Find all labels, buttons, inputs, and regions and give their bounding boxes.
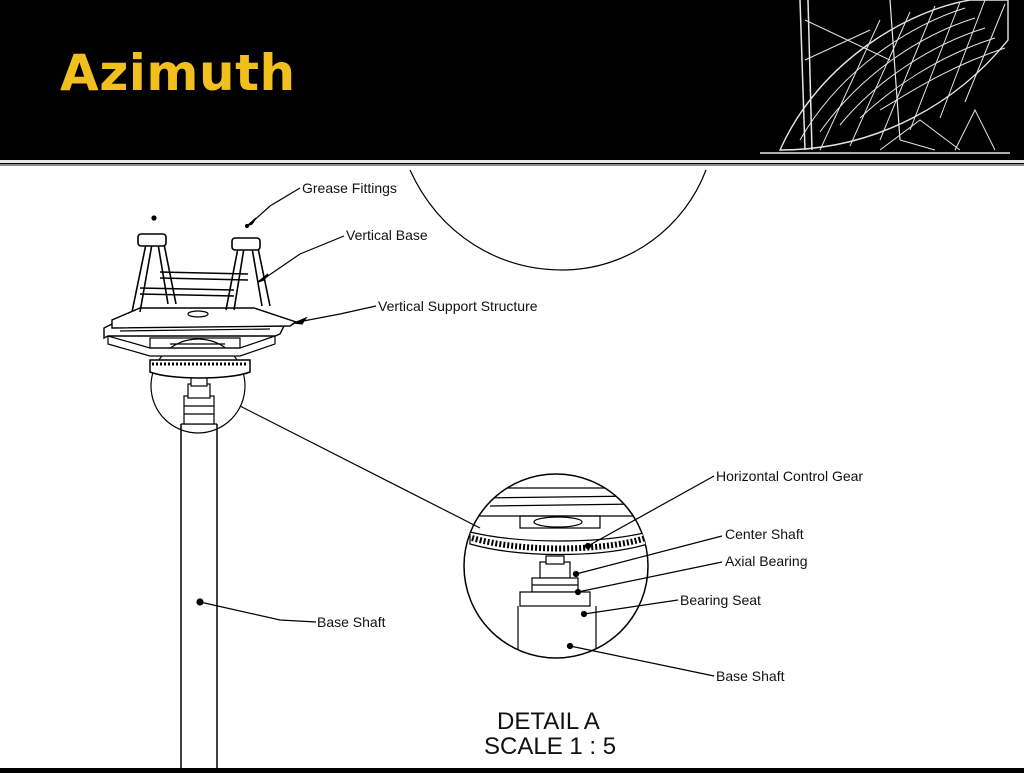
label-bearing-seat: Bearing Seat [680,592,761,608]
slide-header: Azimuth [0,0,1024,158]
leader-axial-bearing [577,561,723,593]
label-center-shaft: Center Shaft [725,526,804,542]
grease-fitting-dot-left [151,215,157,221]
label-horizontal-control-gear: Horizontal Control Gear [716,468,863,484]
header-divider-shadow [0,164,1024,166]
detail-connector-line [239,405,481,529]
horizontal-gear-main [149,359,251,379]
label-vertical-support-structure: Vertical Support Structure [378,298,538,314]
upper-assembly-arc [409,169,707,271]
detail-a-view [463,473,649,659]
azimuth-drawing: Grease Fittings Vertical Base Vertical S… [103,169,863,768]
leader-base-shaft-main [199,601,317,623]
leader-grease-fittings [249,187,301,225]
header-divider [0,160,1024,163]
leader-bearing-seat [583,599,679,615]
radio-dish-wireframe-icon [760,0,1010,154]
caption-scale: SCALE 1 : 5 [484,733,616,760]
base-shaft-main-body [180,423,218,768]
label-grease-fittings: Grease Fittings [302,180,397,196]
drawing-area: Grease Fittings Vertical Base Vertical S… [0,166,1024,768]
leader-horizontal-control-gear [587,475,715,547]
leader-vertical-base [261,235,345,281]
leader-base-shaft-detail [569,645,715,677]
label-vertical-base: Vertical Base [346,227,428,243]
leader-vertical-support [297,305,377,323]
leader-center-shaft [575,535,723,575]
label-base-shaft-detail: Base Shaft [716,668,785,684]
support-plates [103,307,298,357]
vertical-base-frame [131,233,271,313]
slide-title: Azimuth [60,44,296,102]
shaft-stack [183,373,215,425]
detail-a-circle [463,473,649,659]
caption-detail-a: DETAIL A [497,708,600,735]
label-axial-bearing: Axial Bearing [725,553,808,569]
label-base-shaft-main: Base Shaft [317,614,386,630]
detail-a-callout-circle [150,338,246,434]
